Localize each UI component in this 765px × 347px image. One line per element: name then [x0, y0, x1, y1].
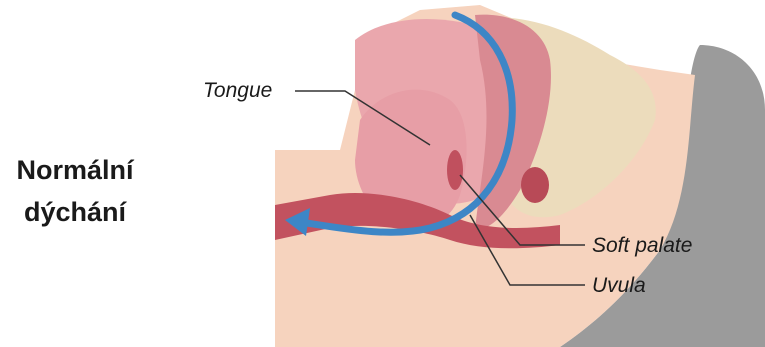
title-line-2: dýchání	[0, 199, 150, 226]
label-soft-palate: Soft palate	[592, 235, 692, 256]
epiglottis-detail	[521, 167, 549, 203]
label-tongue: Tongue	[203, 80, 272, 101]
title-line-1: Normální	[0, 157, 150, 184]
label-uvula: Uvula	[592, 275, 646, 296]
soft-palate-detail	[447, 150, 463, 190]
